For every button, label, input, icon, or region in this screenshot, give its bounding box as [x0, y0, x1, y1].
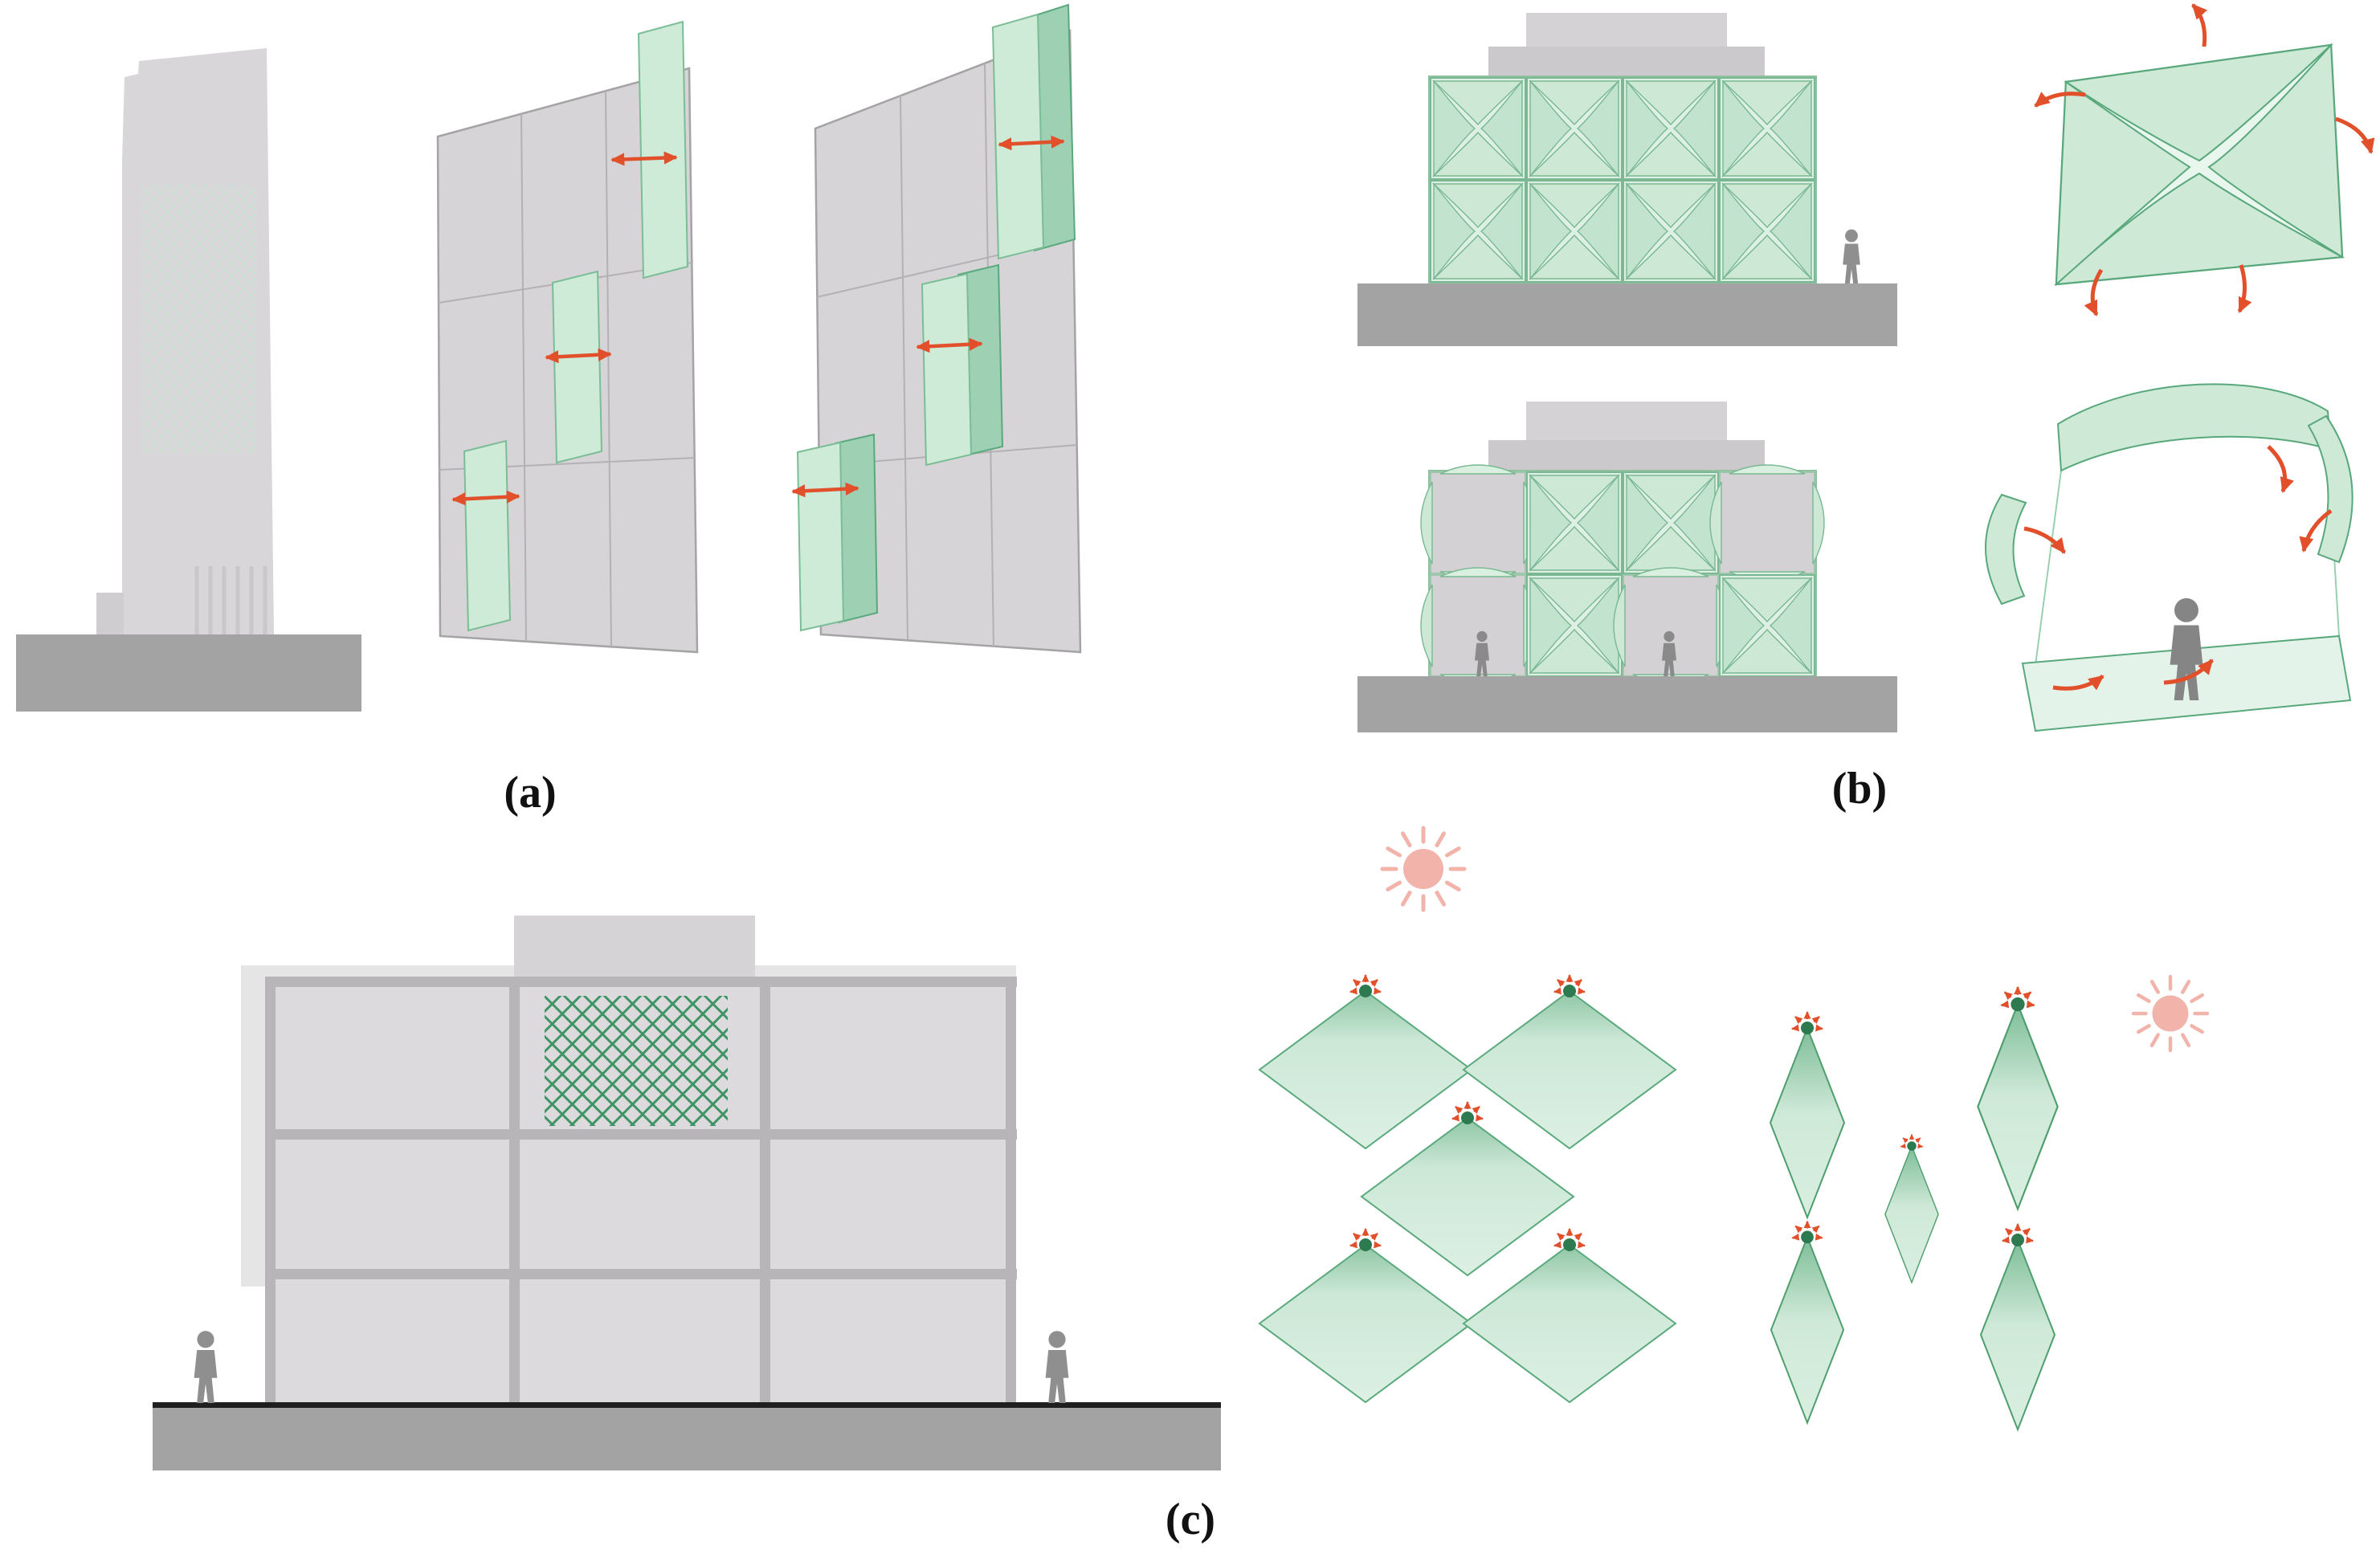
- sliding-panel: [463, 439, 512, 632]
- sun-icon: [2133, 977, 2207, 1050]
- tower-base-stripes: [194, 566, 267, 634]
- rotating-rhombus-panel: [1978, 987, 2057, 1209]
- open-floor-panel: [2021, 634, 2352, 732]
- rotating-rhombus-panel: [1885, 1135, 1938, 1283]
- rotating-rhombus-panel: [1981, 1224, 2055, 1430]
- facade-module-open: [1420, 464, 1536, 581]
- rotate-arrow-icon: [2052, 674, 2104, 691]
- roof-band: [1488, 440, 1765, 472]
- module-detail-open: [1985, 383, 2353, 732]
- slide-arrow-icon: [610, 151, 678, 166]
- panel-c-label: (c): [1166, 1495, 1215, 1544]
- sliding-panel: [637, 20, 689, 279]
- rotate-arrow-icon: [2023, 526, 2066, 554]
- rotate-arrow-icon: [2084, 268, 2104, 316]
- membrane-petals: [2054, 43, 2345, 287]
- rotate-arrow-icon: [2299, 508, 2333, 553]
- panel-a: (a): [16, 3, 1082, 818]
- sliding-panel: [991, 13, 1045, 260]
- tower-silhouette: [16, 48, 361, 712]
- open-flap-left: [1985, 493, 2027, 606]
- kinetic-building-open: [1357, 402, 1897, 732]
- panel-b: (b): [1357, 3, 2375, 814]
- slide-arrow-icon: [916, 337, 983, 353]
- slide-arrow-icon: [545, 348, 612, 364]
- ground-slab-b2: [1357, 676, 1897, 732]
- facade-grid-2: [791, 3, 1082, 654]
- rotating-rhombus-panel: [1771, 1222, 1843, 1423]
- facade-grid-1: [436, 20, 699, 654]
- rotate-arrow-icon: [2267, 445, 2294, 493]
- rotate-arrow-icon: [2237, 264, 2252, 313]
- rotate-arrow-icon: [2335, 116, 2375, 154]
- ground-slab-b1: [1357, 283, 1897, 346]
- facade-module-closed: [1430, 180, 1526, 283]
- facade-module-closed: [1719, 77, 1815, 180]
- roof-band: [1488, 47, 1765, 79]
- tower-annex: [96, 593, 124, 634]
- rotate-arrow-icons: [2023, 445, 2333, 691]
- module-detail-closed: [2034, 3, 2375, 316]
- facade-module-closed: [1623, 77, 1719, 180]
- slide-arrow-icon: [451, 490, 520, 506]
- tower-facade-pattern: [141, 185, 255, 454]
- person-silhouette: [1045, 1331, 1069, 1403]
- facade-module-closed: [1526, 574, 1623, 677]
- rotating-diamond-panel: [1259, 975, 1472, 1148]
- ground-slab-c: [153, 1408, 1221, 1470]
- sun-icon: [1382, 828, 1464, 910]
- ground-slab-a: [16, 634, 361, 712]
- sliding-panel: [921, 272, 973, 467]
- slide-arrow-icons: [451, 151, 678, 506]
- sliding-panels: [463, 20, 689, 632]
- facade-module-closed: [1719, 180, 1815, 283]
- open-flap-top: [2056, 383, 2333, 472]
- slide-arrow-icon: [791, 482, 859, 498]
- person-silhouette: [1843, 229, 1860, 283]
- roof-block: [1526, 13, 1727, 51]
- sliding-panel: [551, 270, 603, 464]
- sliding-panel: [796, 441, 845, 632]
- facade-module-closed: [1526, 180, 1623, 283]
- rotate-arrow-icons: [2034, 3, 2375, 316]
- panel-b-label: (b): [1832, 764, 1887, 814]
- ground-line: [153, 1402, 1221, 1408]
- open-flap-right: [2307, 414, 2353, 564]
- facade-module-open: [1709, 464, 1825, 581]
- facade-module-closed: [1623, 180, 1719, 283]
- facade-module-closed: [1430, 77, 1526, 180]
- rotate-arrow-icon: [2163, 659, 2214, 685]
- frame-building: [153, 916, 1221, 1470]
- roof-block: [514, 916, 755, 978]
- kinetic-building-closed: [1357, 13, 1897, 346]
- roof-block: [1526, 402, 1727, 440]
- facade-module-closed: [1623, 471, 1719, 574]
- person-silhouette: [194, 1331, 218, 1403]
- green-lattice-screen: [545, 996, 728, 1126]
- panel-a-label: (a): [504, 768, 556, 818]
- rotate-arrow-icon: [2034, 92, 2086, 108]
- facade-module-closed: [1526, 471, 1623, 574]
- facade-module-closed: [1526, 77, 1623, 180]
- diamond-panel-array-closed: [1770, 987, 2058, 1430]
- rotating-diamond-panel: [1464, 975, 1676, 1148]
- diamond-panel-array-open: [1259, 975, 1676, 1402]
- rotating-rhombus-panel: [1770, 1012, 1844, 1218]
- slide-arrow-icons: [791, 135, 1065, 498]
- facade-module-closed: [1719, 574, 1815, 677]
- structural-frame: [265, 977, 1017, 1402]
- panel-c: (c): [153, 828, 2207, 1544]
- slide-arrow-icon: [998, 135, 1065, 151]
- rotate-arrow-icon: [2191, 3, 2208, 47]
